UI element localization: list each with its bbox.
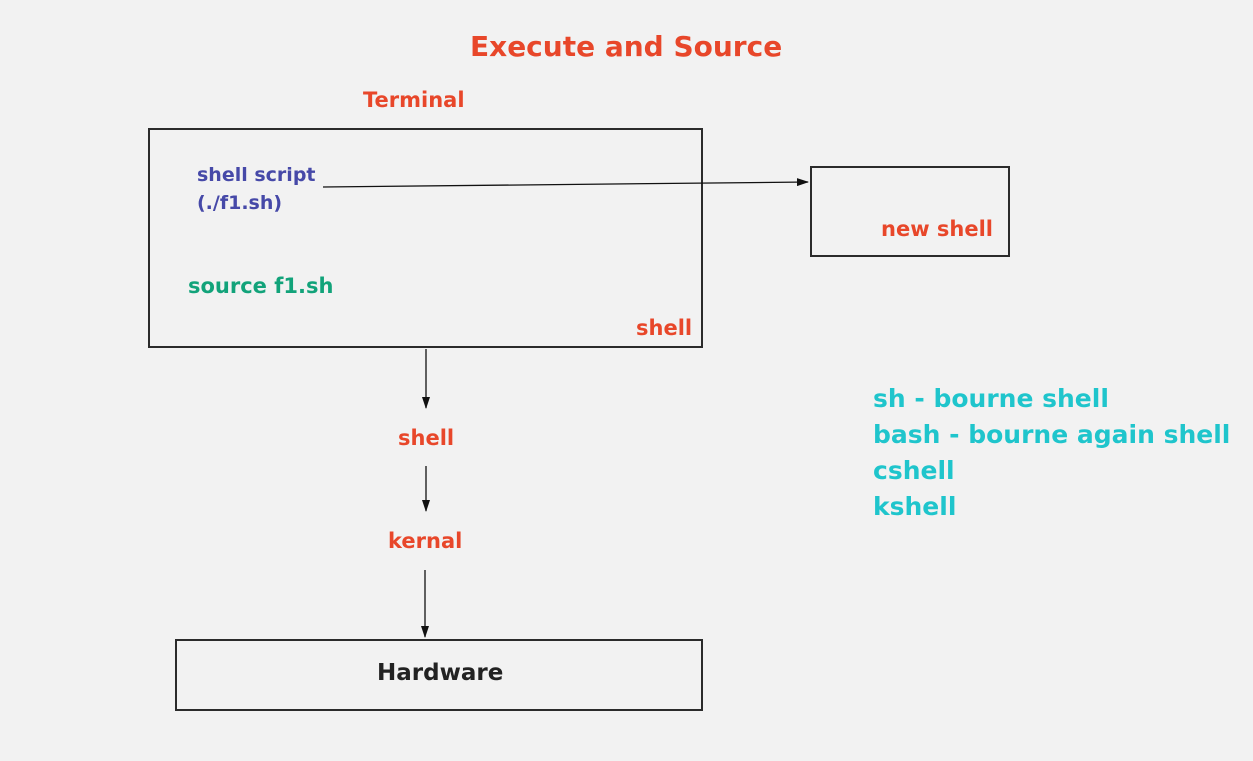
terminal-box — [148, 128, 703, 348]
diagram-title: Execute and Source — [470, 30, 783, 63]
new-shell-box — [810, 166, 1010, 257]
hardware-label: Hardware — [377, 660, 504, 686]
new-shell-label: new shell — [881, 217, 993, 241]
shell-type-sh: sh - bourne shell — [873, 384, 1109, 413]
shell-script-command: (./f1.sh) — [197, 192, 283, 214]
terminal-label: Terminal — [363, 88, 465, 112]
shell-type-cshell: cshell — [873, 456, 955, 485]
source-command: source f1.sh — [188, 274, 334, 298]
hardware-box — [175, 639, 703, 711]
edge-script-to-new-shell — [322, 178, 809, 188]
terminal-shell-label: shell — [636, 316, 693, 340]
stack-kernel-label: kernal — [388, 529, 463, 553]
shell-script-label: shell script — [197, 164, 316, 186]
stack-shell-label: shell — [398, 426, 455, 450]
shell-type-kshell: kshell — [873, 492, 957, 521]
shell-type-bash: bash - bourne again shell — [873, 420, 1231, 449]
